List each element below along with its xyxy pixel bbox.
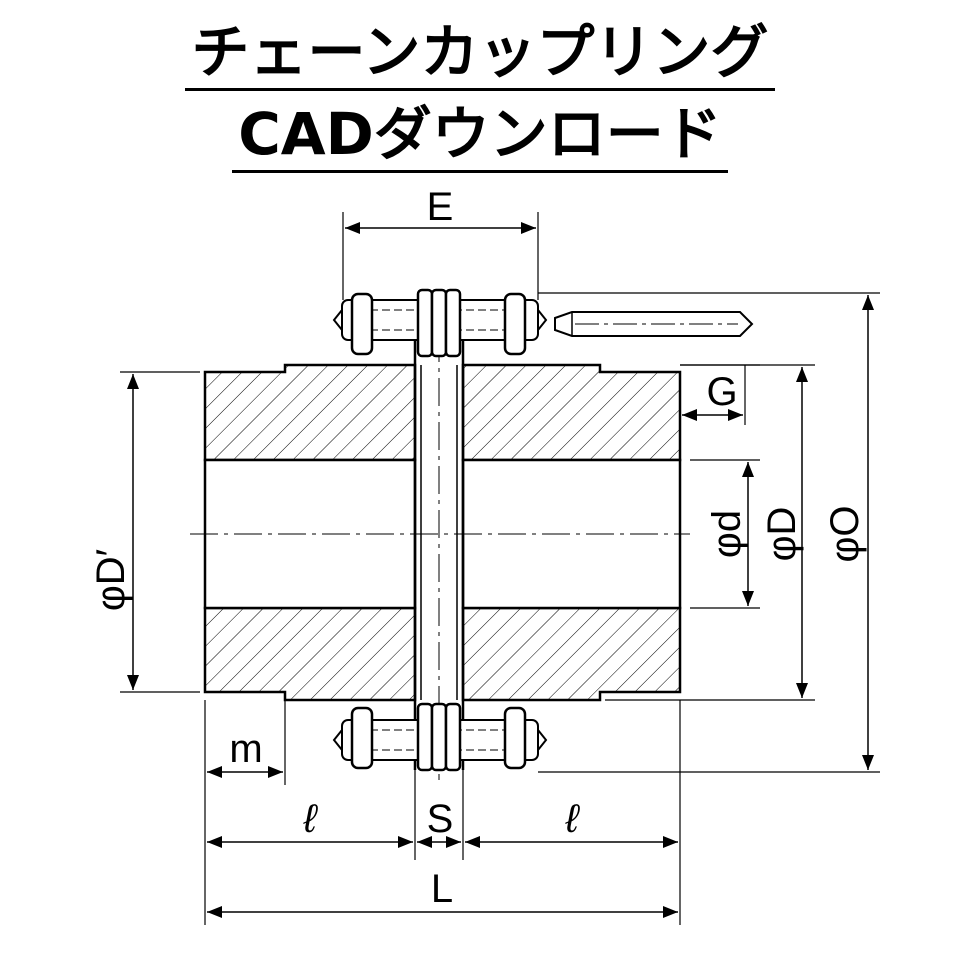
dim-phi-D-prime: φD′ xyxy=(89,371,200,693)
top-chain xyxy=(332,288,548,358)
dim-E: E xyxy=(342,185,539,300)
dim-m: m xyxy=(204,700,286,925)
title-block: チェーンカップリング CADダウンロード xyxy=(0,18,960,182)
dim-phi-O: φO xyxy=(538,292,880,773)
dim-G: G xyxy=(680,364,760,425)
label-phi-d: φd xyxy=(705,510,749,558)
right-hub xyxy=(461,363,682,702)
title-line-2: CADダウンロード xyxy=(232,100,728,173)
label-E: E xyxy=(427,185,454,229)
label-phi-O: φO xyxy=(823,505,867,562)
sprocket-gap xyxy=(413,300,465,770)
label-G: G xyxy=(706,370,737,414)
bottom-chain xyxy=(332,702,548,772)
label-phi-D-prime: φD′ xyxy=(89,549,133,611)
label-phi-D: φD xyxy=(760,507,804,562)
left-hub xyxy=(203,363,417,702)
label-S: S xyxy=(427,797,454,841)
label-m: m xyxy=(229,727,262,771)
label-l-left: ℓ xyxy=(303,797,319,841)
dim-L: L xyxy=(207,867,678,918)
dim-phi-d: φd xyxy=(690,459,760,609)
label-l-right: ℓ xyxy=(565,797,581,841)
dim-l-S-l: ℓ S ℓ xyxy=(207,700,681,925)
dim-phi-D: φD xyxy=(605,364,815,701)
label-L: L xyxy=(431,867,453,911)
removed-pin xyxy=(554,311,754,337)
title-line-1: チェーンカップリング xyxy=(185,18,775,91)
